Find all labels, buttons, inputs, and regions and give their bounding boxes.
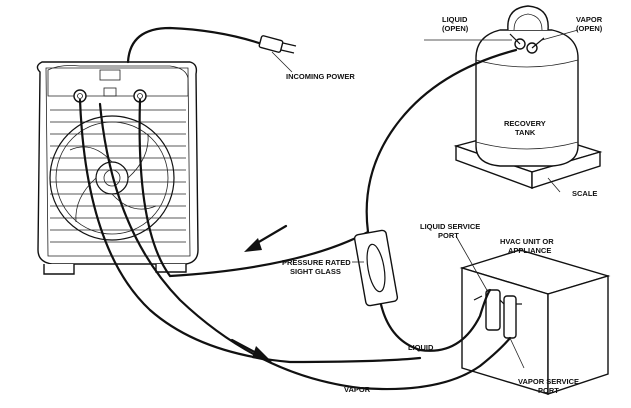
label-incoming-power: INCOMING POWER [286, 72, 355, 81]
label-liquid-service-port: LIQUID SERVICE [420, 222, 480, 231]
label-vapor-open: VAPOR [576, 15, 603, 24]
label-sight-glass: PRESSURE RATED [282, 258, 351, 267]
label-vapor-open-2: (OPEN) [576, 24, 603, 33]
power-cord [126, 26, 297, 73]
vapor-hose [98, 102, 512, 391]
label-vapor-service-port: VAPOR SERVICE [518, 377, 579, 386]
control-knob-left [73, 89, 87, 103]
label-recovery-tank: RECOVERY [504, 119, 546, 128]
pressure-rated-sight-glass [353, 229, 399, 307]
label-liquid-line: LIQUID [408, 343, 434, 352]
recovery-tank [475, 5, 579, 167]
label-liquid-service-port-2: PORT [438, 231, 459, 240]
label-liquid-open: LIQUID [442, 15, 468, 24]
label-vapor-service-port-2: PORT [538, 386, 559, 395]
label-scale: SCALE [572, 189, 597, 198]
label-sight-glass-2: SIGHT GLASS [290, 267, 341, 276]
sight-glass-hose [378, 288, 492, 352]
flow-arrow-lower [230, 338, 272, 362]
flow-arrow-upper [244, 224, 288, 252]
plug-icon [258, 35, 297, 54]
label-recovery-tank-2: TANK [515, 128, 536, 137]
service-ports [473, 289, 522, 339]
label-hvac-unit-2: APPLIANCE [508, 246, 551, 255]
label-liquid-open-2: (OPEN) [442, 24, 469, 33]
recovery-machine [36, 61, 199, 275]
hvac-unit [459, 249, 611, 395]
label-hvac-unit: HVAC UNIT OR [500, 237, 554, 246]
liquid-valve [509, 33, 526, 50]
control-knob-right [133, 89, 147, 103]
liquid-hose [78, 98, 422, 364]
tank-hose [138, 48, 518, 278]
label-vapor-line: VAPOR [344, 385, 371, 394]
